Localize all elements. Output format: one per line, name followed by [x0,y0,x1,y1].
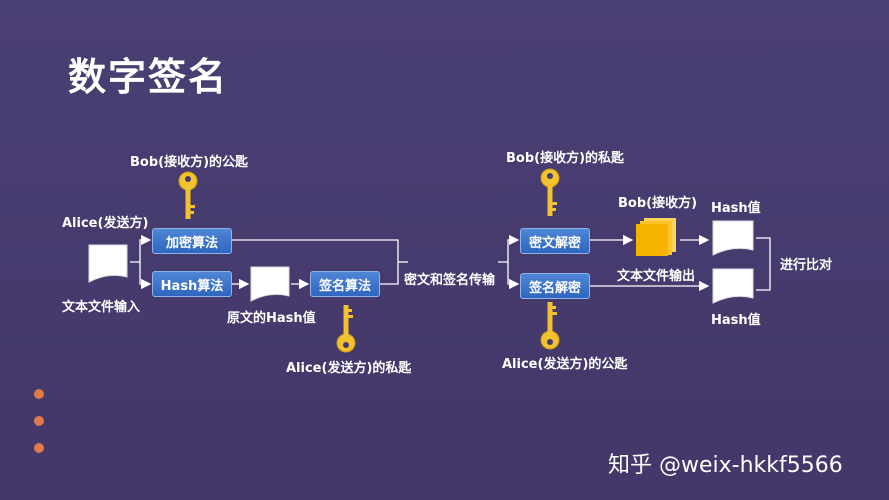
encrypt-algorithm-box: 加密算法 [152,228,232,254]
public-key-icon [540,302,560,350]
hash-document-icon [712,220,754,256]
hash-value-label: Hash值 [711,201,761,216]
decorative-dot [34,389,44,399]
decorative-dot [34,416,44,426]
bob-private-key-label: Bob(接收方)的私匙 [506,151,625,166]
private-key-icon [336,305,356,353]
text-output-label: 文本文件输出 [617,269,696,284]
text-input-label: 文本文件输入 [62,300,141,315]
hash-value-label: Hash值 [711,313,761,328]
bob-receiver-label: Bob(接收方) [618,196,698,211]
hash-document-icon [712,268,754,304]
original-hash-label: 原文的Hash值 [227,311,316,326]
slide-title: 数字签名 [68,55,229,99]
decorative-dot [34,443,44,453]
output-files-icon [636,218,676,256]
original-hash-document-icon [250,266,290,302]
alice-private-key-label: Alice(发送方)的私匙 [286,361,412,376]
bob-public-key-label: Bob(接收方)的公匙 [130,155,249,170]
public-key-icon [178,171,198,219]
signature-decrypt-box: 签名解密 [520,273,590,299]
alice-sender-label: Alice(发送方) [62,216,149,231]
compare-label: 进行比对 [780,258,833,273]
hash-algorithm-box: Hash算法 [152,271,232,297]
private-key-icon [540,168,560,216]
alice-public-key-label: Alice(发送方)的公匙 [502,357,628,372]
decrypt-box: 密文解密 [520,228,590,254]
sign-algorithm-box: 签名算法 [310,271,380,297]
transmission-label: 密文和签名传输 [404,273,496,288]
input-document-icon [88,244,128,283]
watermark: 知乎 @weix-hkkf5566 [608,453,843,478]
